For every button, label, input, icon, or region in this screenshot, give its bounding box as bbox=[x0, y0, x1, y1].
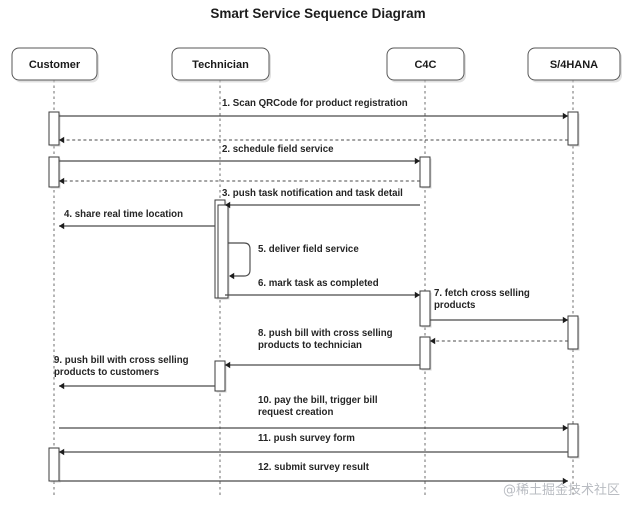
watermark: @稀土掘金技术社区 bbox=[503, 482, 620, 498]
message-11-label: 11. push survey form bbox=[258, 433, 355, 444]
participant-s4hana[interactable]: S/4HANA bbox=[527, 47, 622, 83]
act-customer-3 bbox=[48, 447, 60, 482]
participant-c4c-box[interactable] bbox=[386, 47, 465, 81]
participant-customer-label: Customer bbox=[29, 59, 81, 71]
act-customer-1 bbox=[48, 111, 60, 146]
message-7-return-arrowhead bbox=[430, 337, 436, 345]
message-1-return-arrowhead bbox=[59, 136, 65, 144]
activations-layer bbox=[48, 111, 580, 483]
page-title: Smart Service Sequence Diagram bbox=[210, 6, 425, 21]
message-11-arrowhead bbox=[59, 448, 65, 456]
participant-technician-label: Technician bbox=[192, 59, 249, 71]
participant-s4hana-label: S/4HANA bbox=[550, 59, 598, 71]
act-technician-3 bbox=[214, 360, 226, 392]
act-c4c-3 bbox=[419, 336, 431, 370]
message-12: 12. submit survey result bbox=[59, 462, 568, 485]
message-8-arrowhead bbox=[225, 361, 231, 369]
message-4-label: 4. share real time location bbox=[64, 209, 183, 220]
participant-customer-box[interactable] bbox=[11, 47, 98, 81]
message-6-label: 6. mark task as completed bbox=[258, 278, 379, 289]
participant-c4c-label: C4C bbox=[414, 59, 436, 71]
messages-layer: 1. Scan QRCode for product registration 2… bbox=[54, 98, 568, 485]
message-2-return-arrowhead bbox=[59, 177, 65, 185]
participant-s4hana-box[interactable] bbox=[527, 47, 621, 81]
participant-technician-box[interactable] bbox=[171, 47, 270, 81]
act-s4hana-3 bbox=[567, 423, 579, 458]
message-6: 6. mark task as completed bbox=[225, 278, 420, 299]
message-4: 4. share real time location bbox=[59, 209, 215, 230]
message-7-arrowhead bbox=[562, 316, 568, 324]
message-12-arrowhead bbox=[562, 477, 568, 485]
act-customer-2 bbox=[48, 156, 60, 188]
message-2: 2. schedule field service bbox=[59, 144, 420, 185]
message-1-arrowhead bbox=[562, 112, 568, 120]
message-3-label: 3. push task notification and task detai… bbox=[222, 188, 403, 199]
message-5-label: 5. deliver field service bbox=[258, 244, 359, 255]
message-3-arrowhead bbox=[225, 201, 231, 209]
message-1-label: 1. Scan QRCode for product registration bbox=[222, 98, 408, 109]
act-s4hana-1 bbox=[567, 111, 579, 146]
participant-technician[interactable]: Technician bbox=[171, 47, 271, 83]
message-11: 11. push survey form bbox=[59, 433, 568, 456]
participant-boxes-layer: Customer Technician C4C S/4HANA bbox=[11, 47, 622, 83]
message-2-arrowhead bbox=[414, 157, 420, 165]
act-c4c-1 bbox=[419, 156, 431, 188]
message-1: 1. Scan QRCode for product registration bbox=[59, 98, 568, 144]
message-10-arrowhead bbox=[562, 424, 568, 432]
message-12-label: 12. submit survey result bbox=[258, 462, 370, 473]
message-4-arrowhead bbox=[59, 222, 65, 230]
message-3: 3. push task notification and task detai… bbox=[222, 188, 420, 209]
act-s4hana-2 bbox=[567, 315, 579, 350]
message-5-self-loop bbox=[228, 242, 251, 277]
act-technician-2 bbox=[217, 204, 229, 299]
message-6-arrowhead bbox=[414, 291, 420, 299]
message-2-label: 2. schedule field service bbox=[222, 144, 334, 155]
participant-c4c[interactable]: C4C bbox=[386, 47, 466, 83]
message-5: 5. deliver field service bbox=[228, 242, 359, 280]
participant-customer[interactable]: Customer bbox=[11, 47, 99, 83]
act-c4c-2 bbox=[419, 290, 431, 327]
message-5-arrowhead bbox=[229, 272, 235, 280]
message-9-arrowhead bbox=[59, 382, 65, 390]
